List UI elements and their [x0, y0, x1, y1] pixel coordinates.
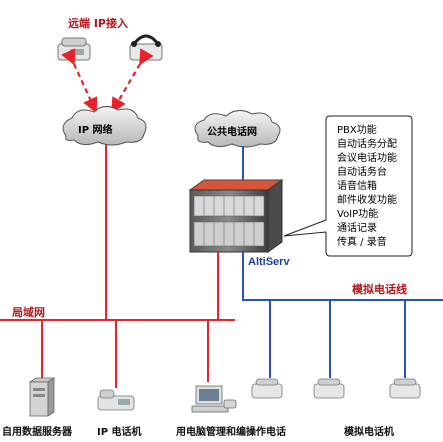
feature-item: 语音信箱: [337, 179, 377, 192]
remote-link-arrow-right: [111, 48, 154, 114]
public-network-cloud: 公共电话网: [194, 110, 281, 148]
public-network-label: 公共电话网: [207, 125, 257, 138]
analog-line-label: 模拟电话线: [352, 282, 407, 296]
pc-phone-icon: [191, 385, 237, 413]
analog-phone-icon: [313, 378, 345, 399]
server-name-label: AltiServ: [248, 256, 290, 268]
altiserv-server-icon: [188, 179, 284, 253]
remote-access-label: 远端 IP接入: [68, 16, 128, 30]
ip-phone-icon: [97, 389, 135, 411]
ip-phone-label: IP 电话机: [97, 425, 142, 438]
feature-item: 自动话务分配: [337, 137, 397, 150]
db-server-label: 自用数据服务器: [2, 425, 73, 438]
feature-item: 会议电话功能: [337, 151, 397, 164]
feature-item: 自动话务台: [337, 165, 387, 178]
analog-phone-icon: [251, 378, 283, 399]
features-callout: [283, 115, 413, 257]
analog-phone-label: 模拟电话机: [344, 425, 394, 438]
features-list: PBX功能 自动话务分配 会议电话功能 自动话务台 语音信箱 邮件收发功能 Vo…: [337, 123, 397, 248]
feature-item: 传真 / 录音: [337, 235, 387, 248]
pc-phone-label: 用电脑管理和编操作电话: [175, 425, 286, 438]
analog-line-trunk: [242, 252, 443, 301]
remote-headset-phone-icon: [129, 34, 163, 61]
ip-network-label: IP 网络: [78, 123, 113, 136]
feature-item: VoIP功能: [337, 207, 378, 220]
remote-link-arrow-left: [61, 48, 98, 114]
lan-label: 局域网: [11, 305, 45, 319]
feature-item: 通话记录: [337, 222, 377, 234]
remote-ip-phone-icon: [57, 37, 91, 61]
ip-network-cloud: IP 网络: [62, 106, 147, 146]
data-server-icon: [28, 377, 56, 417]
analog-phone-icon: [389, 378, 421, 399]
feature-item: 邮件收发功能: [337, 193, 397, 206]
feature-item: PBX功能: [337, 123, 377, 136]
